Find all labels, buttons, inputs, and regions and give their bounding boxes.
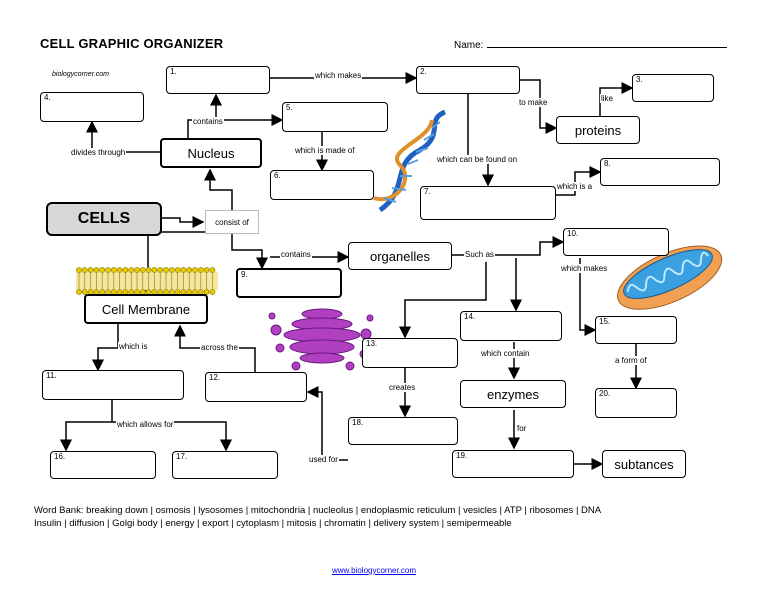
label-contains-organelles: contains (280, 250, 312, 259)
mitochondria-icon (617, 245, 723, 310)
enzymes-node: enzymes (460, 380, 566, 408)
box-number: 19. (456, 451, 468, 460)
label-for: for (516, 424, 528, 433)
label-which-contain: which contain (480, 349, 531, 358)
box-number: 18. (352, 418, 364, 427)
cells-box: CELLS (46, 202, 162, 236)
label-which-makes-2: which makes (560, 264, 609, 273)
answer-box-9[interactable]: 9. (236, 268, 342, 298)
label-divides-through: divides through (70, 148, 127, 157)
label-which-makes: which makes (314, 71, 363, 80)
label-contains: contains (192, 117, 224, 126)
label-to-make: to make (518, 98, 549, 107)
answer-box-17[interactable]: 17. (172, 451, 278, 479)
answer-box-18[interactable]: 18. (348, 417, 458, 445)
box-number: 3. (636, 75, 643, 84)
box-number: 4. (44, 93, 51, 102)
label-across-the: across the (200, 343, 239, 352)
box-number: 8. (604, 159, 611, 168)
box-number: 10. (567, 229, 579, 238)
label-which-is-a: which is a (556, 182, 594, 191)
answer-box-5[interactable]: 5. (282, 102, 388, 132)
box-number: 7. (424, 187, 431, 196)
box-number: 17. (176, 452, 188, 461)
proteins-node: proteins (556, 116, 640, 144)
box-number: 20. (599, 389, 611, 398)
label-which-is-made-of: which is made of (294, 146, 356, 155)
dna-icon (373, 110, 447, 213)
box-number: 2. (420, 67, 427, 76)
box-number: 5. (286, 103, 293, 112)
answer-box-6[interactable]: 6. (270, 170, 374, 200)
answer-box-3[interactable]: 3. (632, 74, 714, 102)
answer-box-7[interactable]: 7. (420, 186, 556, 220)
name-label: Name: (454, 40, 484, 51)
box-number: 6. (274, 171, 281, 180)
organelles-node: organelles (348, 242, 452, 270)
answer-box-12[interactable]: 12. (205, 372, 307, 402)
word-bank: Word Bank: breaking down | osmosis | lys… (34, 504, 754, 530)
label-like: like (600, 94, 615, 103)
box-number: 11. (46, 371, 57, 380)
name-field[interactable]: Name: (454, 38, 728, 51)
subtances-node: subtances (602, 450, 686, 478)
box-number: 15. (599, 317, 611, 326)
answer-box-16[interactable]: 16. (50, 451, 156, 479)
answer-box-2[interactable]: 2. (416, 66, 520, 94)
answer-box-13[interactable]: 13. (362, 338, 458, 368)
golgi-body-icon (268, 308, 374, 371)
box-number: 12. (209, 373, 221, 382)
footer-link[interactable]: www.biologycorner.com (332, 566, 417, 575)
page-title: CELL GRAPHIC ORGANIZER (40, 36, 224, 51)
answer-box-14[interactable]: 14. (460, 311, 562, 341)
word-bank-line-2: Insulin | diffusion | Golgi body | energ… (34, 518, 512, 529)
box-number: 14. (464, 312, 476, 321)
answer-box-4[interactable]: 4. (40, 92, 144, 122)
answer-box-11[interactable]: 11. (42, 370, 184, 400)
label-a-form-of: a form of (614, 356, 648, 365)
answer-box-8[interactable]: 8. (600, 158, 720, 186)
label-which-can-be-found-on: which can be found on (436, 155, 519, 164)
consist-of-label: consist of (205, 210, 259, 234)
nucleus-node: Nucleus (160, 138, 262, 168)
cell-membrane-node: Cell Membrane (84, 294, 208, 324)
box-number: 13. (366, 339, 378, 348)
answer-box-20[interactable]: 20. (595, 388, 677, 418)
answer-box-10[interactable]: 10. (563, 228, 669, 256)
answer-box-1[interactable]: 1. (166, 66, 270, 94)
label-used-for: used for (308, 455, 339, 464)
label-creates: creates (388, 383, 417, 392)
label-which-allows-for: which allows for (116, 420, 175, 429)
lipid-bilayer-icon (76, 267, 218, 295)
site-label: biologycorner.com (52, 71, 109, 78)
answer-box-15[interactable]: 15. (595, 316, 677, 344)
label-which-is: which is (118, 342, 149, 351)
word-bank-line-1: Word Bank: breaking down | osmosis | lys… (34, 505, 602, 516)
label-such-as: Such as (464, 250, 495, 259)
answer-box-19[interactable]: 19. (452, 450, 574, 478)
box-number: 9. (241, 270, 248, 279)
box-number: 1. (170, 67, 177, 76)
box-number: 16. (54, 452, 66, 461)
